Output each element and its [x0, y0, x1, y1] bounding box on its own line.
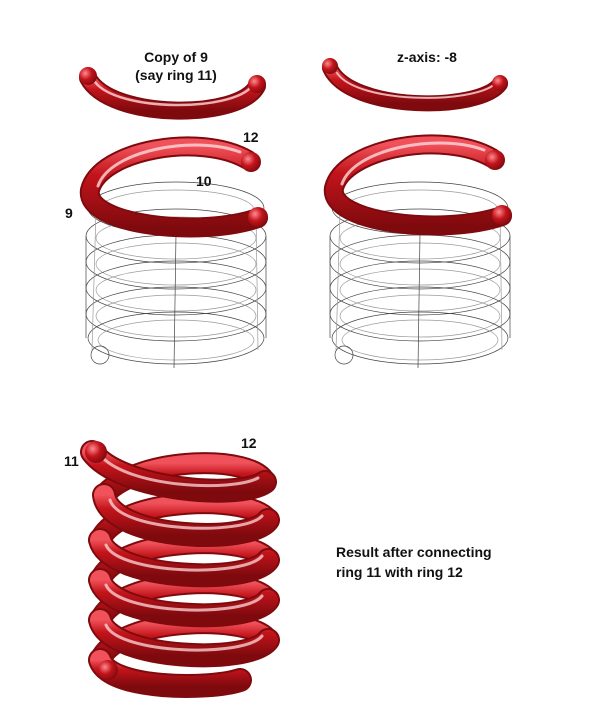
solid-spring	[80, 440, 280, 698]
label-ring-12-bottom: 12	[241, 435, 257, 451]
ring-9-tube	[79, 136, 268, 238]
caption-copy-of-9: Copy of 9	[144, 49, 208, 65]
caption-say-ring-11: (say ring 11)	[135, 67, 217, 83]
panel-top-right: z-axis: -8	[322, 49, 512, 369]
panel-bottom: 11 12 Result after connecting ring 11 wi…	[64, 435, 492, 698]
ring-copy-11	[79, 67, 266, 120]
result-text-line2: ring 11 with ring 12	[336, 564, 463, 580]
label-ring-9: 9	[65, 205, 73, 221]
ring-copy-11-moved	[322, 58, 508, 112]
caption-z-axis: z-axis: -8	[397, 49, 457, 65]
result-text-line1: Result after connecting	[336, 544, 492, 560]
label-ring-12: 12	[243, 129, 259, 145]
label-ring-10: 10	[196, 173, 212, 189]
panel-top-left: Copy of 9 (say ring 11)	[65, 49, 268, 369]
label-ring-11-bottom: 11	[64, 453, 79, 469]
ring-9-tube-right	[323, 134, 512, 236]
